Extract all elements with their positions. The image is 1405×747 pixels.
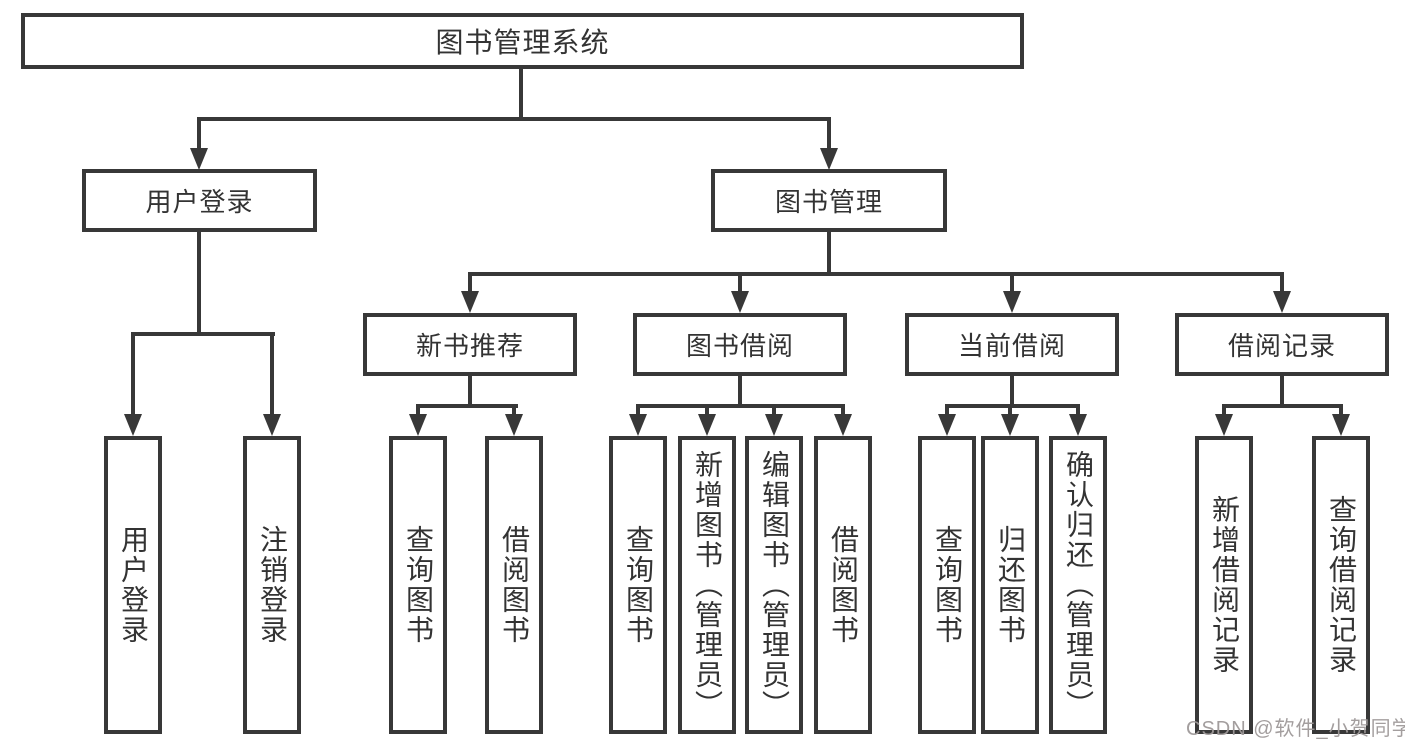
arrow-down-icon [820,148,838,170]
arrow-down-icon [629,414,647,436]
arrow-down-icon [1215,414,1233,436]
connector-line [416,404,518,408]
node-user-login: 用户登录 [104,436,162,734]
node-add-books-admin: 新增图书（管理员） [678,436,736,734]
arrow-down-icon [731,291,749,313]
arrow-down-icon [263,414,281,436]
arrow-down-icon [190,148,208,170]
arrow-down-icon [834,414,852,436]
arrow-down-icon [409,414,427,436]
connector-line [827,117,831,153]
connector-line [131,332,275,336]
node-label: 新增图书（管理员） [692,450,723,720]
node-label: 查询图书 [403,525,434,645]
connector-line [1222,404,1226,420]
connector-line [636,404,640,420]
connector-line [270,332,274,416]
node-label: 用户登录 [118,525,149,645]
node-search-books-recommend: 查询图书 [389,436,447,734]
node-search-books-current: 查询图书 [918,436,976,734]
arrow-down-icon [461,291,479,313]
connector-line [705,404,709,420]
arrow-down-icon [124,414,142,436]
connector-line [738,376,742,408]
connector-line [1008,404,1012,420]
node-user-login-branch: 用户登录 [82,169,317,232]
node-label: 确认归还（管理员） [1063,450,1094,720]
node-library-management-system: 图书管理系统 [21,13,1024,69]
connector-line [131,332,135,416]
arrow-down-icon [505,414,523,436]
connector-line [841,404,845,420]
node-label: 图书管理系统 [435,27,610,58]
node-label: 借阅图书 [499,525,530,645]
connector-line [468,272,1283,276]
watermark: CSDN @软件_小贺同学 [1186,718,1405,740]
connector-line [827,232,831,276]
node-current-borrowing: 当前借阅 [905,313,1119,376]
connector-line [1339,404,1343,420]
connector-line [1280,272,1284,294]
node-search-borrow-record: 查询借阅记录 [1312,436,1370,734]
node-label: 当前借阅 [957,331,1066,361]
node-borrow-books: 借阅图书 [814,436,872,734]
connector-line [1076,404,1080,420]
connector-line [468,272,472,294]
connector-line [738,272,742,294]
connector-line [636,404,845,408]
node-label: 图书借阅 [685,331,794,361]
connector-line [519,69,523,121]
arrow-down-icon [1003,291,1021,313]
node-add-borrow-record: 新增借阅记录 [1195,436,1253,734]
node-label: 借阅图书 [828,525,859,645]
connector-line [197,117,831,121]
connector-line [1280,376,1284,408]
connector-line [1010,376,1014,408]
connector-line [468,376,472,408]
connector-line [197,117,201,153]
arrow-down-icon [765,414,783,436]
node-label: 借阅记录 [1227,331,1336,361]
arrow-down-icon [1332,414,1350,436]
connector-line [945,404,949,420]
connector-line [1010,272,1014,294]
connector-line [772,404,776,420]
node-confirm-return-admin: 确认归还（管理员） [1049,436,1107,734]
arrow-down-icon [938,414,956,436]
arrow-down-icon [1273,291,1291,313]
node-label: 查询图书 [932,525,963,645]
node-return-books: 归还图书 [981,436,1039,734]
node-label: 注销登录 [257,525,288,645]
node-logout: 注销登录 [243,436,301,734]
node-borrowing-records: 借阅记录 [1175,313,1389,376]
arrow-down-icon [698,414,716,436]
node-label: 归还图书 [995,525,1026,645]
node-label: 查询图书 [623,525,654,645]
connector-line [416,404,420,420]
node-label: 用户登录 [145,187,254,217]
node-edit-books-admin: 编辑图书（管理员） [745,436,803,734]
node-label: 查询借阅记录 [1326,495,1357,675]
connector-line [512,404,516,420]
node-book-management: 图书管理 [711,169,947,232]
node-search-books-borrowing: 查询图书 [609,436,667,734]
node-borrow-books-recommend: 借阅图书 [485,436,543,734]
connector-line [1222,404,1343,408]
arrow-down-icon [1001,414,1019,436]
connector-line [945,404,1080,408]
node-label: 编辑图书（管理员） [759,450,790,720]
node-label: 新书推荐 [415,331,524,361]
connector-line [197,232,201,336]
node-label: 图书管理 [774,187,883,217]
node-book-borrowing: 图书借阅 [633,313,847,376]
arrow-down-icon [1069,414,1087,436]
node-label: 新增借阅记录 [1209,495,1240,675]
node-new-book-recommendation: 新书推荐 [363,313,577,376]
